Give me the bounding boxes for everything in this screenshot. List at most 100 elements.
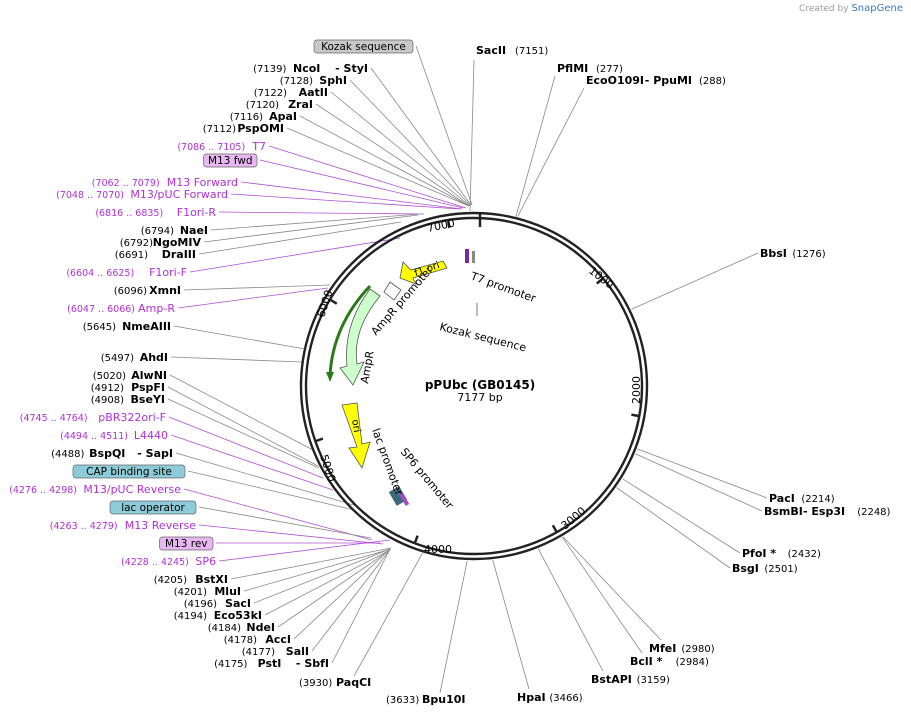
tick-3000: [551, 524, 558, 533]
site-lacop[interactable]: lac operator: [109, 500, 197, 515]
site-bpu10i[interactable]: (3633)Bpu10I: [386, 693, 466, 706]
site-pos: (4175): [214, 659, 247, 670]
site-pos: (5020): [93, 371, 126, 382]
site-kozak-box[interactable]: Kozak sequence: [313, 39, 414, 54]
site-pos: (5645): [83, 322, 116, 333]
site-bbsi[interactable]: BbsI(1276): [760, 247, 826, 260]
tick-label-7000: 7000: [426, 216, 456, 235]
leader-bcli: [562, 536, 643, 654]
site-pflmi[interactable]: PflMI(277): [557, 62, 623, 75]
f1-ori-feature[interactable]: [399, 260, 448, 285]
feature-name: M13/pUC Forward: [130, 188, 228, 201]
site-bcli[interactable]: BclI *(2984): [630, 655, 709, 668]
site-bsgi[interactable]: BsgI(2501): [732, 562, 798, 575]
site-paqci[interactable]: (3930)PaqCI: [299, 676, 371, 689]
feature-name: M13/pUC Reverse: [83, 483, 181, 496]
site-sp6[interactable]: SP6(4228 .. 4245): [121, 555, 216, 568]
site-bstxi[interactable]: BstXI(4205): [154, 573, 228, 586]
site-acci[interactable]: AccI(4178): [224, 633, 291, 646]
site-m13pucrev[interactable]: M13/pUC Reverse(4276 .. 4298): [9, 483, 181, 496]
site-pos: (1276): [792, 249, 825, 260]
leader-paci: [637, 448, 768, 499]
sp6-feature[interactable]: [398, 491, 410, 507]
feature-name: pBR322ori-F: [98, 411, 166, 424]
box-bg: [313, 39, 414, 54]
leader-m13puc: [230, 193, 461, 210]
tick-1000: [596, 277, 604, 285]
site-mlui[interactable]: MluI(4201): [174, 585, 241, 598]
leader-lines: [167, 45, 768, 694]
site-l4440[interactable]: L4440(4494 .. 4511): [60, 429, 168, 442]
leader-bstxi: [230, 547, 392, 580]
site-draiii[interactable]: DraIII(6691): [115, 248, 196, 261]
site-name: PspFI: [131, 381, 165, 394]
site-ampr[interactable]: Amp-R(6047 .. 6066): [67, 302, 175, 315]
site-pfoi[interactable]: PfoI *(2432): [742, 547, 821, 560]
site-sacii[interactable]: SacII(7151): [476, 44, 548, 57]
site-ahdi[interactable]: AhdI(5497): [101, 351, 168, 364]
site-ndei[interactable]: NdeI(4184): [208, 621, 275, 634]
site-pos: (2432): [788, 549, 821, 560]
kozak-feature[interactable]: [472, 251, 475, 263]
site-cap[interactable]: CAP binding site: [72, 464, 186, 479]
site-m13fwd[interactable]: M13 fwd: [203, 153, 258, 168]
site-alwni[interactable]: AlwNI (5020): [93, 369, 167, 382]
site-m13puc[interactable]: M13/pUC Forward(7048 .. 7070): [56, 188, 228, 201]
site-bstapi[interactable]: BstAPI(3159): [591, 673, 670, 686]
site-eco53ki[interactable]: Eco53kI(4194): [174, 609, 262, 622]
site-name: BstXI: [195, 573, 228, 586]
site-hpai[interactable]: HpaI(3466): [517, 691, 583, 704]
site-pspfi[interactable]: PspFI(4912): [91, 381, 165, 394]
site-eco109[interactable]: EcoO109I- PpuMI(288): [586, 74, 726, 87]
site-zrai[interactable]: ZraI(7120): [246, 98, 313, 111]
ampr-promoter-feature[interactable]: [383, 281, 402, 301]
site-pos: (6096): [114, 286, 147, 297]
site-name: AlwNI: [131, 369, 167, 382]
site-m13reverse[interactable]: M13 Reverse(4263 .. 4279): [50, 519, 196, 532]
leader-ndei: [277, 549, 391, 628]
site-bseyi[interactable]: BseYI(4908): [91, 393, 165, 406]
site-bsmbi[interactable]: BsmBI- Esp3I(2248): [764, 505, 891, 518]
site-pbr322[interactable]: pBR322ori-F(4745 .. 4764): [20, 411, 166, 424]
site-f1orir[interactable]: F1ori-R(6816 .. 6835): [95, 206, 216, 219]
site-f1orif[interactable]: F1ori-F(6604 .. 6625): [66, 266, 187, 279]
site-nmeaiii[interactable]: NmeAIII(5645): [83, 320, 171, 333]
site-pspomi[interactable]: PspOMI(7112): [203, 122, 284, 135]
site-name: AatII: [299, 86, 328, 99]
tick-4000: [413, 535, 419, 544]
site-m13rev[interactable]: M13 rev: [159, 536, 214, 551]
site-ngomiv[interactable]: NgoMIV(6792): [120, 236, 202, 249]
lac-operator-feature[interactable]: [388, 486, 408, 506]
site-naei[interactable]: NaeI(6794): [141, 224, 208, 237]
site-paci[interactable]: PacI(2214): [769, 492, 835, 505]
site-name: BspQI: [89, 447, 125, 460]
site-sphi[interactable]: SphI(7128): [280, 74, 347, 87]
site-name: SacI: [225, 597, 251, 610]
leader-l4440: [170, 434, 334, 491]
site-name: NgoMIV: [153, 236, 202, 249]
site-name: PaqCI: [336, 676, 371, 689]
tick-label-5000: 5000: [317, 453, 338, 484]
site-name: Eco53kI: [214, 609, 262, 622]
ampr-feature[interactable]: [339, 288, 381, 386]
site-saci[interactable]: SacI(4196): [184, 597, 251, 610]
leader-bpu10i: [439, 560, 468, 694]
site-xmni[interactable]: XmnI(6096): [114, 284, 181, 297]
site-pos: (7128): [280, 76, 313, 87]
site-sali[interactable]: SalI(4177): [242, 645, 309, 658]
t7-feature[interactable]: [465, 249, 469, 263]
site-aatii[interactable]: AatII(7122): [254, 86, 328, 99]
ori-feature[interactable]: [341, 402, 371, 469]
site-name: PstI: [258, 657, 282, 670]
site-name: AhdI: [140, 351, 168, 364]
box-text: Kozak sequence: [321, 41, 406, 53]
site-m13forward[interactable]: M13 Forward(7062 .. 7079): [92, 176, 238, 189]
leader-sphi: [349, 79, 471, 206]
site-pos: (6792): [120, 238, 153, 249]
site-t7[interactable]: T7(7086 .. 7105): [177, 140, 266, 153]
site-mfei[interactable]: MfeI(2980): [649, 642, 715, 655]
site-apai[interactable]: ApaI(7116): [230, 110, 297, 123]
